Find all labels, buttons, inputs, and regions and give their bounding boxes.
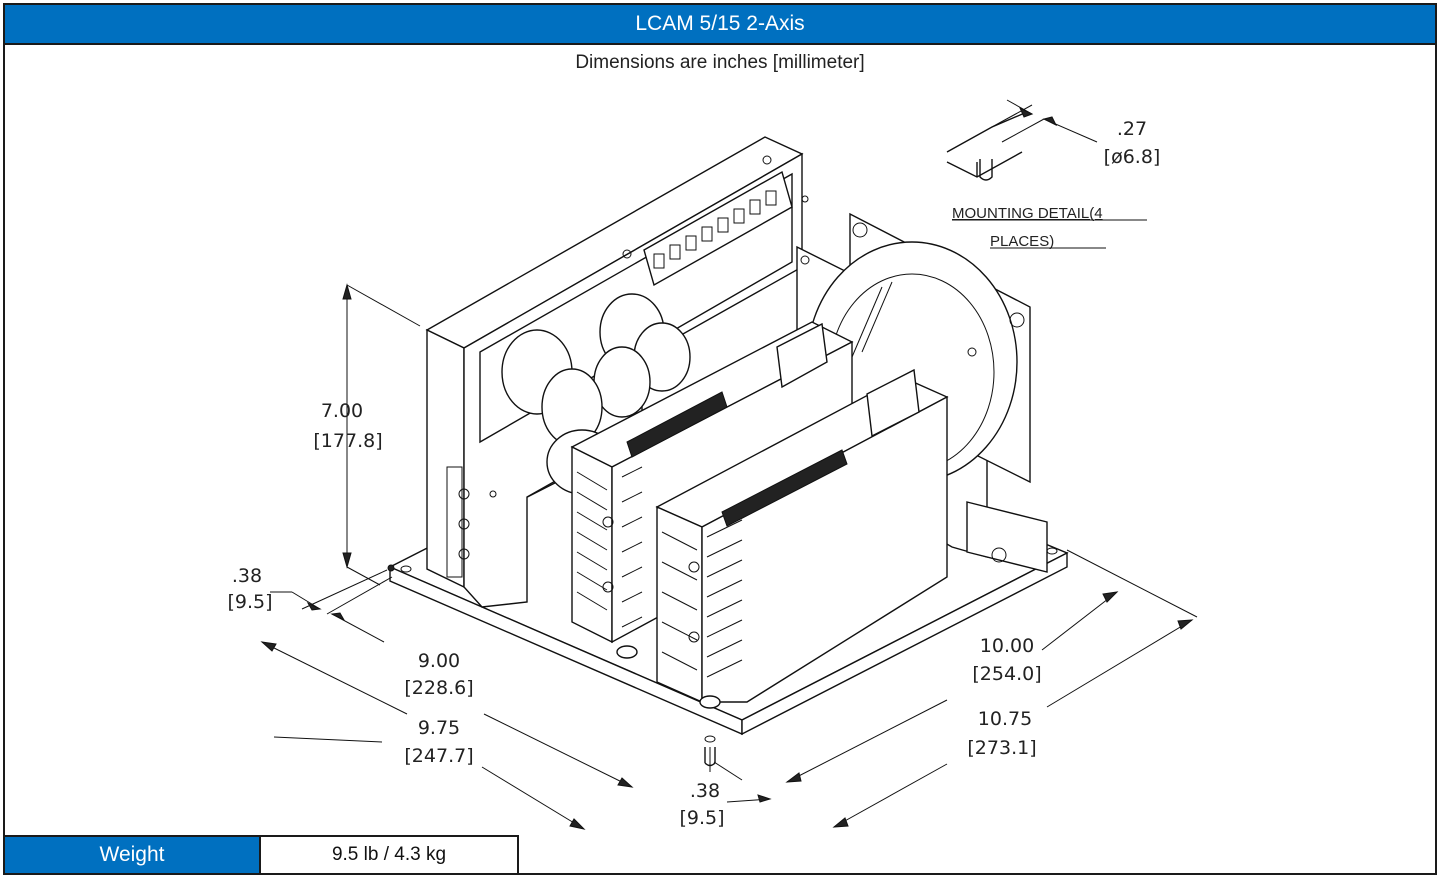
- isometric-drawing: .27 [ø6.8] MOUNTING DETAIL(4 PLACES): [227, 99, 1198, 830]
- units-note: Dimensions are inches [millimeter]: [575, 52, 865, 73]
- weight-row: Weight 9.5 lb / 4.3 kg: [5, 835, 519, 873]
- capacitors: [501, 293, 691, 495]
- width-outer-dim-in: 9.75: [418, 717, 460, 739]
- front-slot-dim-mm: [9.5]: [679, 807, 724, 829]
- page-title: LCAM 5/15 2-Axis: [635, 12, 805, 35]
- width-inner-dim-mm: [228.6]: [404, 677, 473, 699]
- mount-note-line1: MOUNTING DETAIL(4: [952, 205, 1103, 222]
- left-slot-dim-mm: [9.5]: [227, 591, 272, 613]
- spec-sheet: LCAM 5/15 2-Axis Dimensions are inches […: [3, 3, 1437, 875]
- dimension-lines: [260, 283, 1198, 830]
- width-outer-dim-mm: [247.7]: [404, 745, 473, 767]
- depth-inner-dim-mm: [254.0]: [972, 663, 1041, 685]
- terminal-strip: [643, 170, 793, 287]
- mounting-detail-sketch: [946, 99, 1098, 181]
- front-slot-dim-in: .38: [690, 780, 720, 802]
- depth-inner-dim-in: 10.00: [980, 635, 1034, 657]
- height-dim-in: 7.00: [321, 400, 363, 422]
- mount-dim-mm: [ø6.8]: [1104, 146, 1161, 168]
- mount-note-line2: PLACES): [990, 233, 1054, 250]
- servo-drive-2: [655, 368, 949, 709]
- depth-outer-dim-mm: [273.1]: [967, 737, 1036, 759]
- mount-dim-in: .27: [1117, 118, 1147, 140]
- title-bar: LCAM 5/15 2-Axis: [5, 5, 1435, 45]
- weight-label: Weight: [5, 837, 261, 873]
- left-slot-dim-in: .38: [232, 565, 262, 587]
- height-dim-mm: [177.8]: [313, 430, 382, 452]
- weight-value: 9.5 lb / 4.3 kg: [261, 837, 519, 873]
- depth-outer-dim-in: 10.75: [978, 708, 1032, 730]
- width-inner-dim-in: 9.00: [418, 650, 460, 672]
